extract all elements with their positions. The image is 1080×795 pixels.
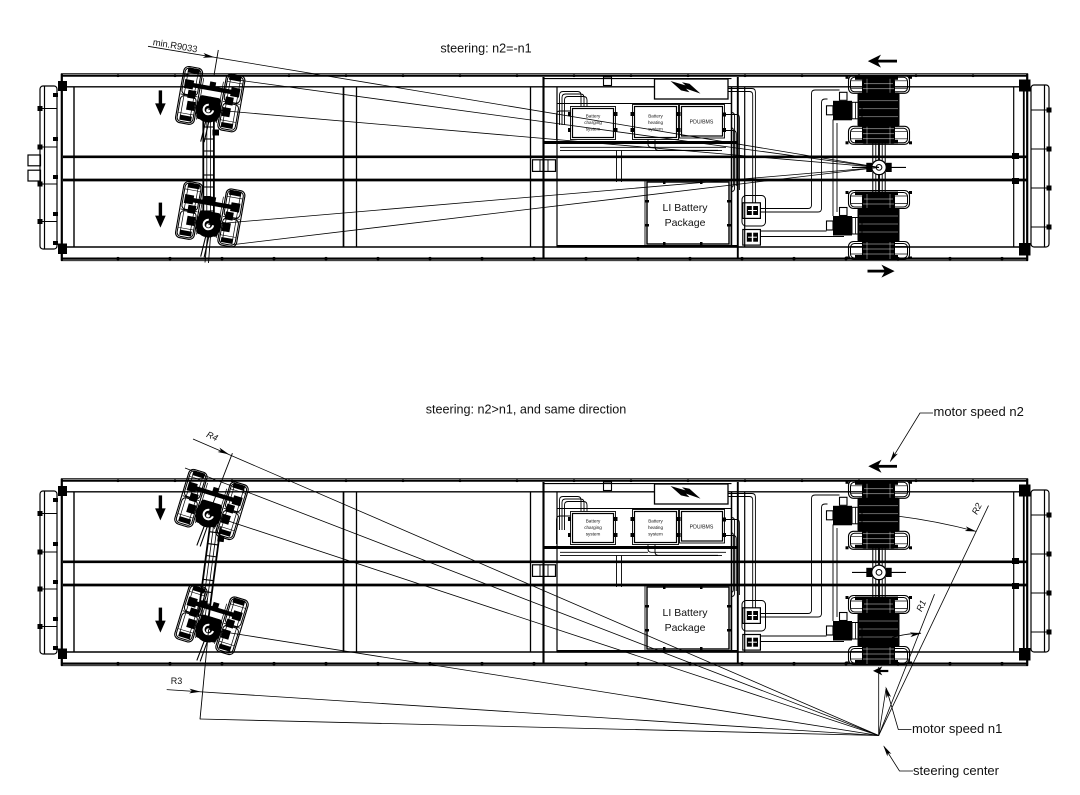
- svg-text:R2: R2: [970, 501, 984, 516]
- svg-text:steering center: steering center: [913, 763, 1000, 778]
- svg-text:steering: n2=-n1: steering: n2=-n1: [440, 42, 531, 56]
- svg-text:R4: R4: [205, 429, 220, 443]
- svg-text:min.R9033: min.R9033: [152, 37, 198, 54]
- svg-text:steering: n2>n1, and same dir: steering: n2>n1, and same direction: [426, 403, 627, 417]
- svg-text:R1: R1: [914, 598, 928, 613]
- svg-text:motor speed n2: motor speed n2: [934, 404, 1024, 419]
- svg-text:R3: R3: [171, 676, 183, 686]
- svg-text:motor speed n1: motor speed n1: [912, 721, 1002, 736]
